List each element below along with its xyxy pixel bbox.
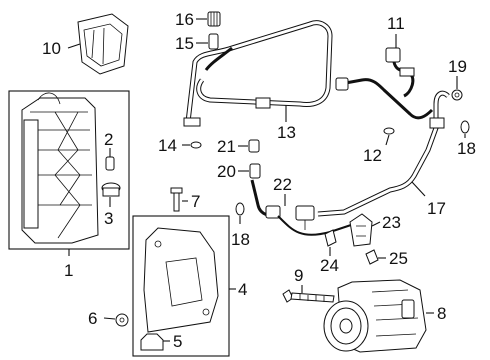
callout-18-right: 18 [457,139,476,158]
part-8-compressor [323,279,427,353]
callout-25: 25 [389,249,408,268]
part-3-grommet [101,182,121,197]
part-25-clip [365,249,379,265]
callout-21: 21 [217,137,236,156]
part-13-hose [183,20,333,127]
callout-14: 14 [158,136,177,155]
callout-3: 3 [104,209,113,228]
callout-19: 19 [448,57,467,76]
part-24-clip [324,229,337,247]
part-10-cover [77,13,129,75]
callout-1: 1 [64,261,73,280]
part-4-bracket [143,227,219,333]
callout-22: 22 [273,175,292,194]
part-23-bracket [349,213,373,247]
callout-17: 17 [427,199,446,218]
part-19-washer [451,89,463,101]
part-6-clip [115,313,129,327]
callout-5: 5 [173,332,182,351]
part-5-nut [140,333,164,351]
callout-8: 8 [437,304,446,323]
callout-23: 23 [382,213,401,232]
leader-23 [371,221,381,227]
part-21-fitting [248,139,260,153]
leader-17 [411,181,426,197]
callout-15: 15 [175,34,194,53]
part-11-line [335,47,434,120]
callout-7: 7 [191,192,200,211]
leader-10 [67,43,81,49]
part-7-bolt [170,187,183,212]
callout-10: 10 [42,39,61,58]
callout-9: 9 [294,266,303,285]
leader-12 [385,134,390,146]
part-16-cap [207,11,221,27]
part-20-switch [249,163,261,179]
part-2-sensor [105,156,115,171]
part-1-case [21,92,99,244]
callout-24: 24 [320,256,339,275]
callout-2: 2 [104,130,113,149]
part-12-washer [383,127,395,135]
callout-16: 16 [175,10,194,29]
part-18-washer-left [235,202,245,216]
callout-20: 20 [217,162,236,181]
callout-13: 13 [277,123,296,142]
leader-6 [103,317,116,320]
part-14-washer [190,141,202,149]
part-22-hose [250,179,361,236]
callout-12: 12 [363,146,382,165]
callout-18-left: 18 [231,230,250,249]
part-18-washer-right [460,120,470,134]
part-15-valve [208,33,219,50]
part-4-box [132,215,230,357]
callout-6: 6 [88,309,97,328]
callout-4: 4 [238,280,247,299]
part-9-bolt [282,289,335,303]
callout-11: 11 [387,14,405,33]
part-17-line [317,90,450,217]
